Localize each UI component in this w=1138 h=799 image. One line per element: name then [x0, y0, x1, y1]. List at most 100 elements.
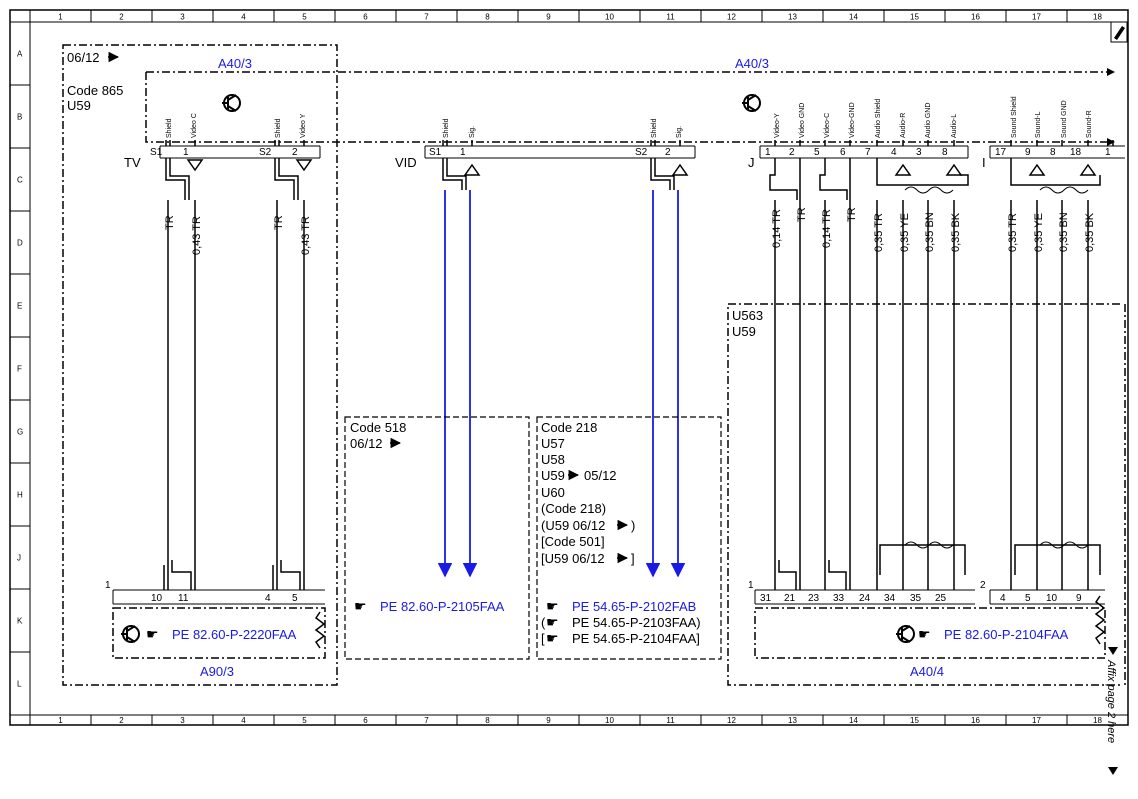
connector-header-j — [759, 145, 969, 159]
code-218-line: U59 — [541, 468, 565, 483]
connector-bottom-a90 — [112, 589, 325, 605]
pin-number: 5 — [292, 593, 298, 604]
connector-number: 1 — [105, 580, 111, 591]
pin-number: 2 — [789, 147, 795, 158]
wire-label: TR — [273, 215, 285, 230]
wire-label: 0,35 BK — [1084, 212, 1096, 252]
pin-label-audio-l: Audio-L — [951, 114, 958, 138]
reference-link-a90[interactable]: PE 82.60-P-2220FAA — [172, 627, 297, 642]
grid-row-label: C — [17, 176, 23, 185]
grid-column-label: 13 — [788, 13, 797, 22]
wire-label: TR — [796, 207, 808, 222]
wire-label: 0,43 TR — [191, 216, 203, 255]
grid-column-label: 1 — [58, 13, 63, 22]
grid-row-label: D — [17, 239, 23, 248]
ground-zigzag-icon — [314, 611, 326, 649]
grid-column-label: 4 — [241, 716, 246, 725]
grid-column-label: 15 — [910, 716, 919, 725]
pin-number: 1 — [460, 147, 466, 158]
module-label-a90-3: A90/3 — [200, 664, 234, 679]
continuation-arrow-icon — [1108, 767, 1118, 775]
pin-number: 3 — [916, 147, 922, 158]
pin-label-shield: Shield — [443, 118, 450, 138]
module-outline-a40-4 — [754, 607, 1106, 659]
grid-row-label: L — [17, 680, 22, 689]
reference-link-218a[interactable]: PE 54.65-P-2102FAB — [572, 599, 696, 614]
code-218-line: U57 — [541, 436, 565, 451]
pin-number: 8 — [942, 147, 948, 158]
bottom-pin-numbers: 1 10 11 4 5 1 31 21 23 33 24 34 35 25 2 … — [105, 580, 1082, 604]
code-518-box — [344, 416, 530, 660]
grid-column-label: 3 — [180, 13, 185, 22]
pin-label-sound-shield: Sound Shield — [1011, 96, 1018, 138]
pin-number: 9 — [1076, 593, 1082, 604]
pin-label-shield: Shield — [651, 118, 658, 138]
pin-number: 11 — [178, 593, 189, 604]
pin-number: 31 — [760, 593, 772, 604]
u59-label: U59 — [732, 324, 756, 339]
grid-column-label: 18 — [1093, 716, 1102, 725]
pin-label-video-y: Video-Y — [774, 113, 781, 138]
top-pin-labels: Shield Video C Shield Video Y Shield Sig… — [166, 96, 1093, 138]
grid-row-label: K — [17, 617, 23, 626]
pin-number: 18 — [1070, 147, 1082, 158]
grid-column-label: 17 — [1032, 716, 1041, 725]
hand-pointer-icon: ☛ — [918, 626, 931, 642]
top-pin-numbers: S1 1 S2 2 S1 1 S2 2 1 2 5 6 7 4 3 8 17 9… — [150, 147, 1111, 158]
pin-number: 2 — [292, 147, 298, 158]
grid-column-label: 4 — [241, 13, 246, 22]
reference-link-518[interactable]: PE 82.60-P-2105FAA — [380, 599, 505, 614]
pin-number: 1 — [1105, 147, 1111, 158]
date-label-code865: 06/12 — [67, 50, 100, 65]
signal-triangles — [186, 159, 1097, 176]
grid-column-label: 18 — [1093, 13, 1102, 22]
pin-label-sig: Sig. — [469, 126, 476, 138]
pin-label-sound-l: Sound-L — [1035, 111, 1042, 138]
grid-column-label: 13 — [788, 716, 797, 725]
grid-column-label: 14 — [849, 13, 858, 22]
pin-number: 23 — [808, 593, 820, 604]
pin-number: 1 — [765, 147, 771, 158]
grid-column-label: 11 — [666, 716, 675, 725]
wire-label: 0,35 TR — [1007, 213, 1019, 252]
grid-row-label: G — [17, 428, 23, 437]
reference-link-a40-4[interactable]: PE 82.60-P-2104FAA — [944, 627, 1069, 642]
ground-zigzag-icon — [1094, 595, 1106, 645]
pin-number: 35 — [910, 593, 922, 604]
grid-column-label: 7 — [424, 716, 429, 725]
code-218-line: (Code 218) — [541, 501, 606, 516]
pin-label-shield: Shield — [166, 118, 173, 138]
connector-bottom-a40-4-2 — [989, 589, 1105, 605]
grid-row-label: F — [17, 365, 22, 374]
grid-column-label: 16 — [971, 13, 980, 22]
wire-label: 0,14 TR — [771, 209, 783, 248]
hand-pointer-icon: ☛ — [546, 630, 559, 646]
grid-column-label: 9 — [546, 716, 551, 725]
pin-number: 5 — [814, 147, 820, 158]
pin-label-video-c: Video C — [191, 113, 198, 138]
pin-label-video-gnd: Video-GND — [849, 102, 856, 138]
pin-number: 24 — [859, 593, 871, 604]
reference-link-218b[interactable]: PE 54.65-P-2103FAA) — [572, 615, 701, 630]
pin-number: 4 — [1000, 593, 1006, 604]
frame — [9, 9, 1129, 726]
grid-column-label: 1 — [58, 716, 63, 725]
wire-label: TR — [846, 207, 858, 222]
grid-column-label: 6 — [363, 13, 368, 22]
hand-pointer-icon: ☛ — [354, 598, 367, 614]
wire-label: 0,35 TR — [873, 213, 885, 252]
pin-number: 8 — [1050, 147, 1056, 158]
wires-blue — [437, 190, 686, 578]
grid-row-label: A — [17, 50, 23, 59]
pin-number: 34 — [884, 593, 896, 604]
pin-label-sound-r: Sound-R — [1086, 110, 1093, 138]
pin-number: 4 — [891, 147, 897, 158]
pin-number: S2 — [259, 147, 272, 158]
pin-number: 6 — [840, 147, 846, 158]
grid-column-label: 8 — [485, 13, 490, 22]
reference-link-218c[interactable]: PE 54.65-P-2104FAA] — [572, 631, 700, 646]
grid-column-label: 6 — [363, 716, 368, 725]
side-note: Affix page 2 here — [1105, 659, 1117, 743]
code-218-lines: Code 218 U57 U58 U59 U60 (Code 218) (U59… — [541, 420, 606, 566]
